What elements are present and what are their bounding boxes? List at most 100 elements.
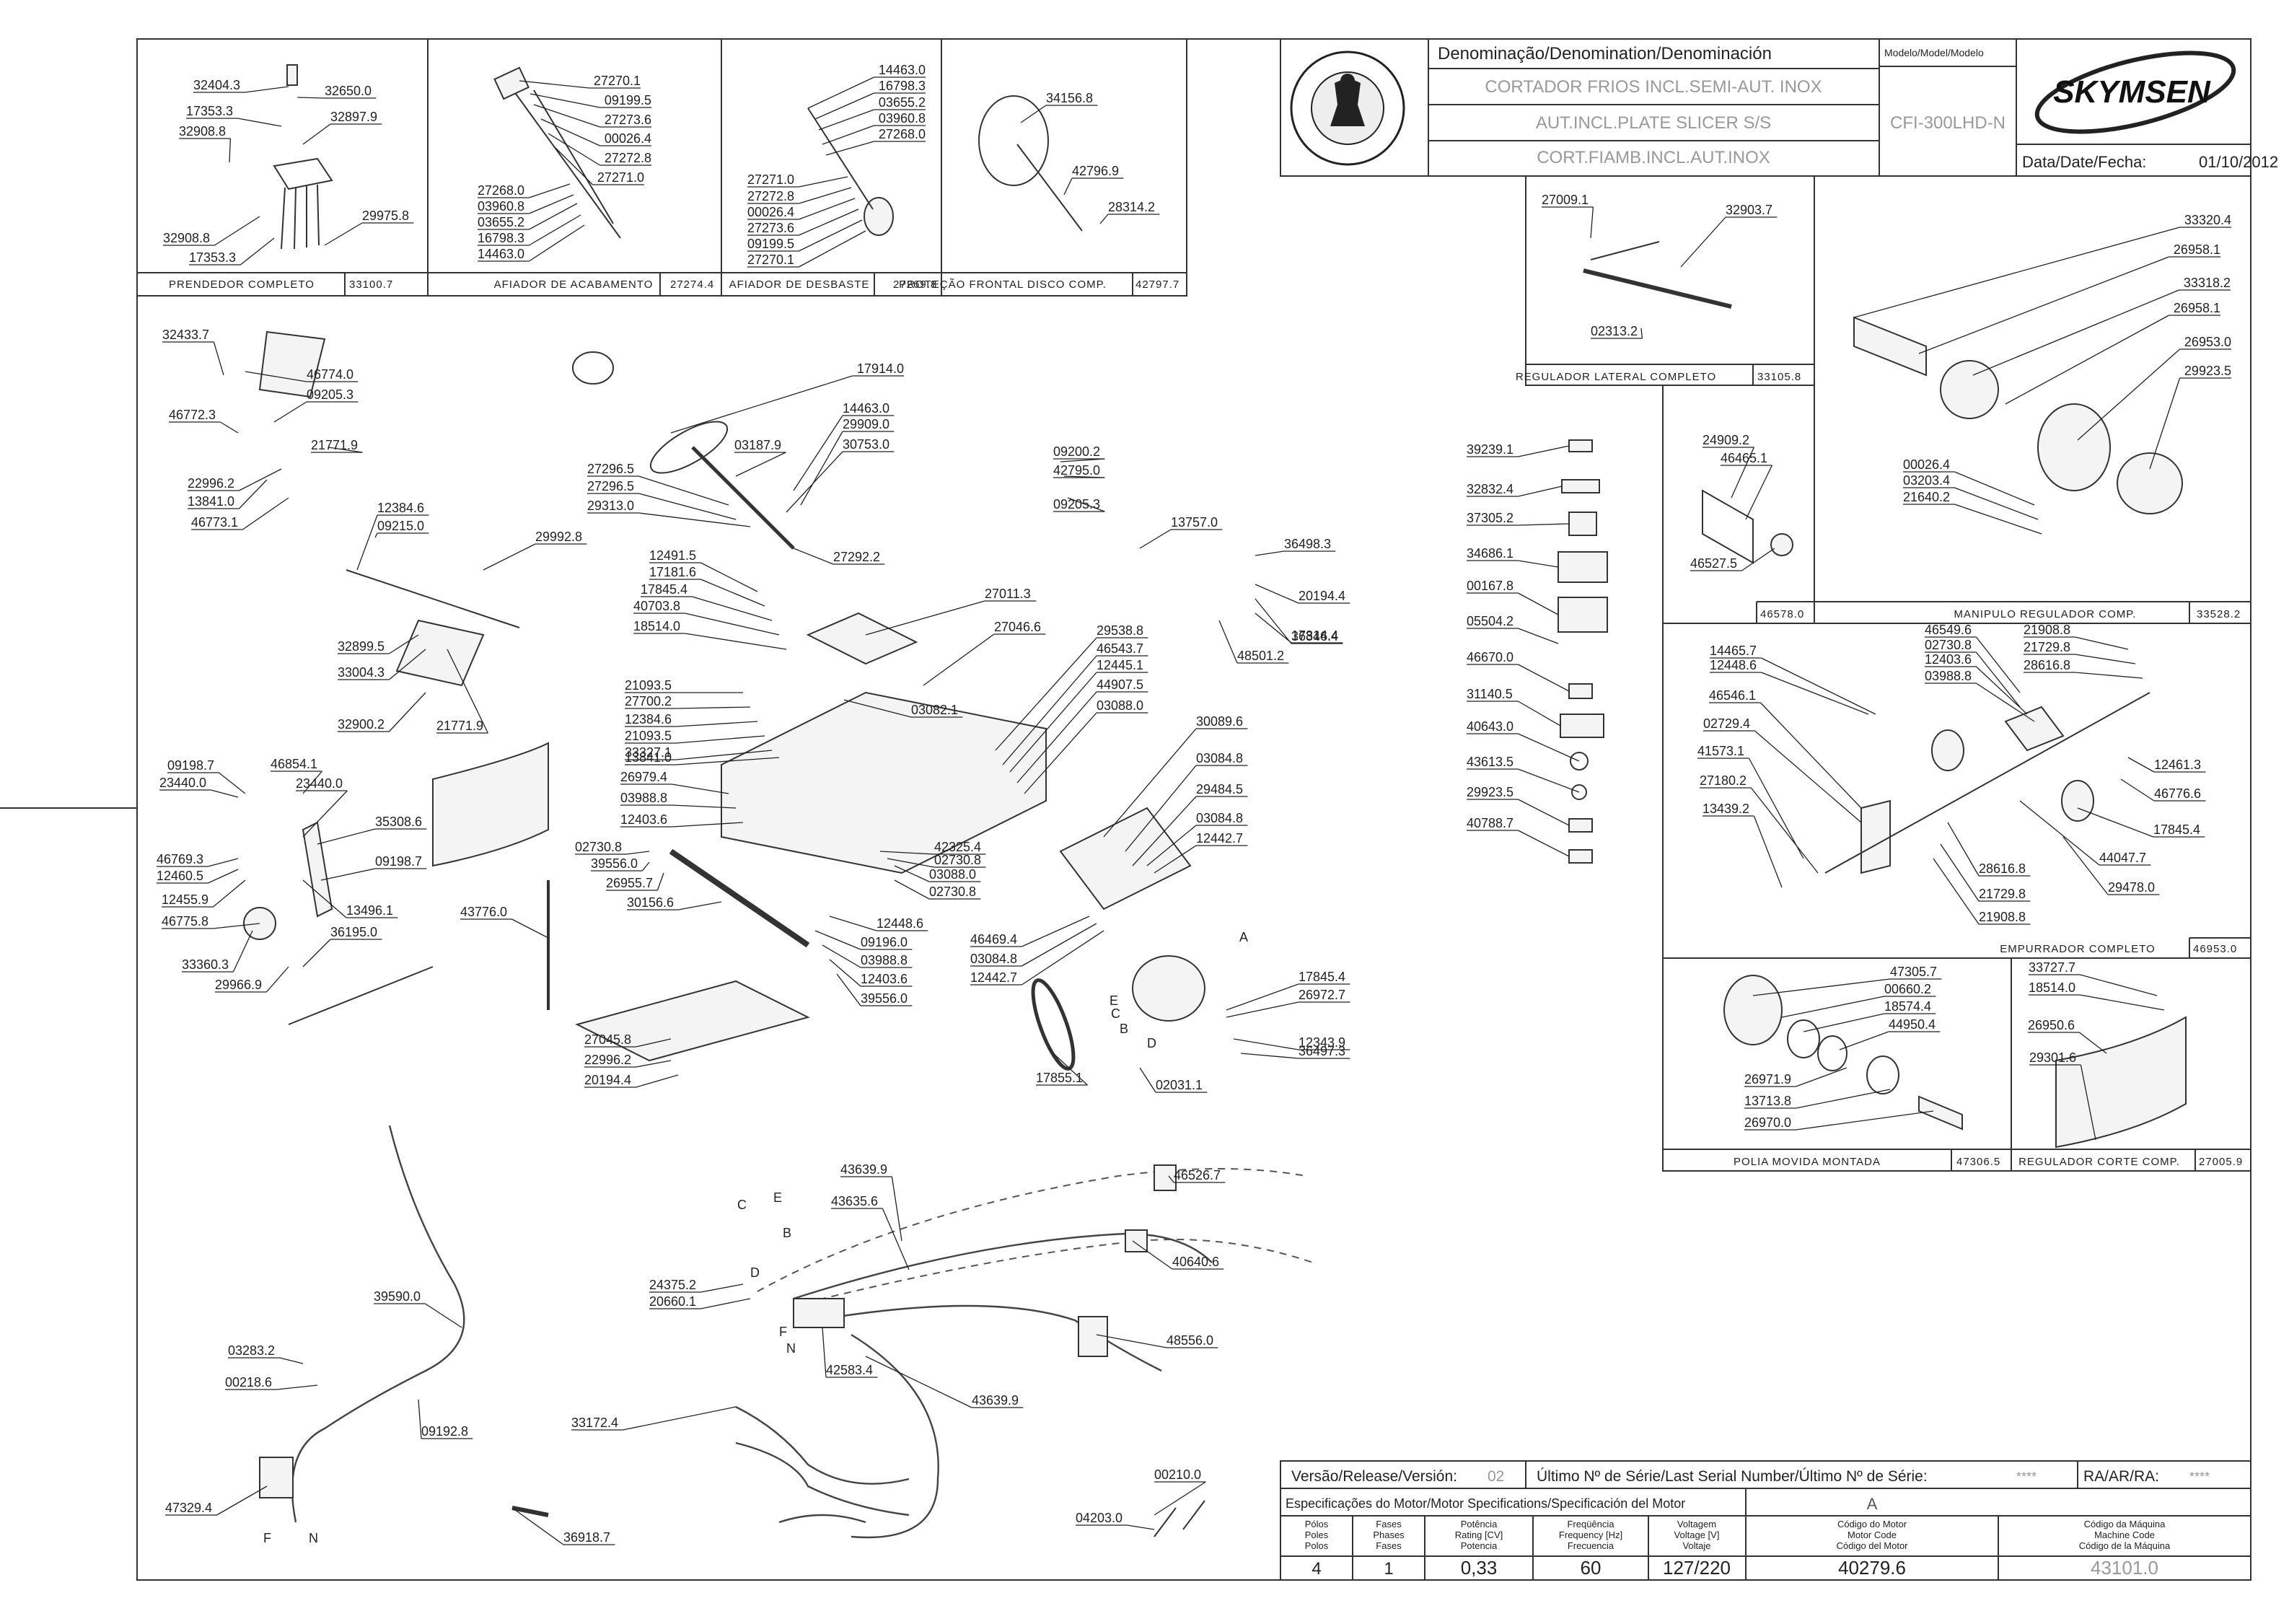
leader-line — [638, 475, 729, 506]
part-number-label: 20194.4 — [584, 1073, 631, 1087]
terminal-letter: N — [786, 1341, 796, 1356]
part-number-label: 14463.0 — [843, 401, 889, 416]
part-number-label: 47329.4 — [165, 1501, 212, 1515]
leader-line — [1750, 787, 1819, 874]
spec-column-head: Voltagem — [1677, 1519, 1716, 1529]
leader-line — [670, 375, 853, 434]
part-number-label: 26970.0 — [1744, 1115, 1791, 1130]
spec-column-head: Rating [CV] — [1455, 1529, 1503, 1540]
spec-column-head: Pólos — [1305, 1519, 1329, 1529]
part-number-label: 16798.3 — [478, 231, 524, 245]
part-number-label: 21771.9 — [436, 719, 483, 733]
spec-column-head: Fases — [1376, 1519, 1402, 1529]
leader-line — [865, 1356, 972, 1408]
part-number-label: 14465.7 — [1710, 644, 1757, 658]
part-number-label: 03988.8 — [1925, 669, 1972, 683]
box-caption: PRENDEDOR COMPLETO — [169, 278, 315, 291]
part-number-label: 26950.6 — [2028, 1018, 2075, 1032]
machine-code-value: 43101.0 — [2091, 1557, 2158, 1579]
box-code: 42797.7 — [1135, 278, 1179, 291]
leader-line — [1103, 728, 1197, 838]
leader-line — [1954, 504, 2042, 535]
part-number-label: 27296.5 — [587, 462, 634, 476]
part-number-label: 28616.8 — [1979, 861, 2026, 876]
part-number-label: 18574.4 — [1884, 999, 1931, 1014]
frequency-value: 60 — [1581, 1557, 1602, 1579]
leader-line — [636, 1074, 679, 1088]
terminal-letter: B — [1120, 1022, 1128, 1036]
part-number-label: 27273.6 — [605, 113, 651, 127]
leader-line — [822, 1327, 827, 1378]
part-number-label: 33318.2 — [2184, 276, 2231, 290]
part-number-label: 40703.8 — [633, 599, 680, 613]
box-caption: AFIADOR DE DESBASTE — [729, 278, 870, 291]
part-number-label: 44907.5 — [1097, 677, 1143, 692]
part-number-label: 32908.8 — [179, 124, 226, 139]
leader-line — [2080, 974, 2158, 996]
part-number-label: 12403.6 — [620, 812, 667, 827]
part-number-label: 21908.8 — [2024, 623, 2070, 637]
leader-line — [814, 92, 874, 120]
part-number-label: 27270.1 — [747, 253, 794, 267]
leader-line — [676, 721, 758, 727]
leader-line — [1975, 636, 2021, 693]
leader-line — [317, 828, 376, 845]
leader-line — [672, 784, 729, 794]
leader-line — [656, 872, 664, 891]
part-number-label: 29992.8 — [535, 530, 582, 544]
leader-line — [1518, 733, 1580, 762]
spec-column-head: Código do Motor — [1837, 1519, 1907, 1529]
part-number-label: 48501.2 — [1237, 649, 1284, 663]
motor-code-value: 40279.6 — [1838, 1557, 1906, 1579]
leader-line — [389, 634, 419, 654]
part-number-label: 46465.1 — [1721, 451, 1767, 465]
box-code: 33528.2 — [2197, 608, 2241, 620]
leader-line — [529, 203, 578, 230]
part-number-label: 26958.1 — [2174, 242, 2220, 257]
part-number-label: 09199.5 — [605, 93, 651, 107]
part-number-label: 32908.8 — [163, 231, 210, 245]
part-number-label: 14463.0 — [478, 247, 524, 261]
part-number-label: 26972.7 — [1299, 988, 1345, 1002]
part-number-label: 00167.8 — [1467, 579, 1513, 593]
leader-line — [1741, 548, 1775, 571]
part-number-label: 17855.1 — [1036, 1071, 1083, 1085]
leader-line — [2075, 654, 2136, 664]
right-boxes — [1525, 175, 2251, 1172]
leader-line — [1226, 983, 1299, 1011]
part-number-label: 47305.7 — [1890, 965, 1937, 979]
part-number-label: 14463.0 — [879, 63, 926, 77]
leader-line — [1096, 1334, 1167, 1348]
part-number-label: 48556.0 — [1167, 1333, 1213, 1348]
leader-line — [623, 1406, 737, 1431]
leader-line — [245, 86, 289, 93]
denomination-heading: Denominação/Denomination/Denominación — [1438, 44, 1772, 63]
leader-line — [273, 401, 307, 423]
leader-line — [511, 918, 549, 939]
part-number-label: 21729.8 — [1979, 887, 2026, 901]
part-number-label: 02031.1 — [1156, 1078, 1203, 1092]
leader-line — [676, 706, 751, 709]
leader-line — [700, 1298, 751, 1309]
leader-line — [1154, 1481, 1206, 1516]
leader-line — [1518, 664, 1570, 692]
leader-line — [2080, 994, 2165, 1011]
version-value: 02 — [1488, 1468, 1504, 1485]
leader-line — [276, 1384, 318, 1390]
leader-line — [425, 1303, 462, 1328]
part-number-label: 16798.3 — [879, 79, 926, 93]
leader-line — [296, 97, 325, 99]
part-number-label: 44047.7 — [2099, 851, 2146, 865]
part-number-label: 09215.0 — [377, 519, 424, 533]
leader-line — [1954, 487, 2039, 520]
leader-line — [800, 431, 843, 506]
part-number-label: 43613.5 — [1467, 755, 1513, 769]
leader-line — [1060, 458, 1105, 462]
part-number-label: 46772.3 — [169, 408, 216, 422]
leader-line — [638, 512, 751, 527]
part-number-label: 09200.2 — [1053, 444, 1100, 459]
leader-line — [865, 600, 985, 636]
part-number-label: 29478.0 — [2108, 880, 2155, 895]
leader-line — [1255, 613, 1292, 644]
leader-line — [1753, 815, 1783, 888]
